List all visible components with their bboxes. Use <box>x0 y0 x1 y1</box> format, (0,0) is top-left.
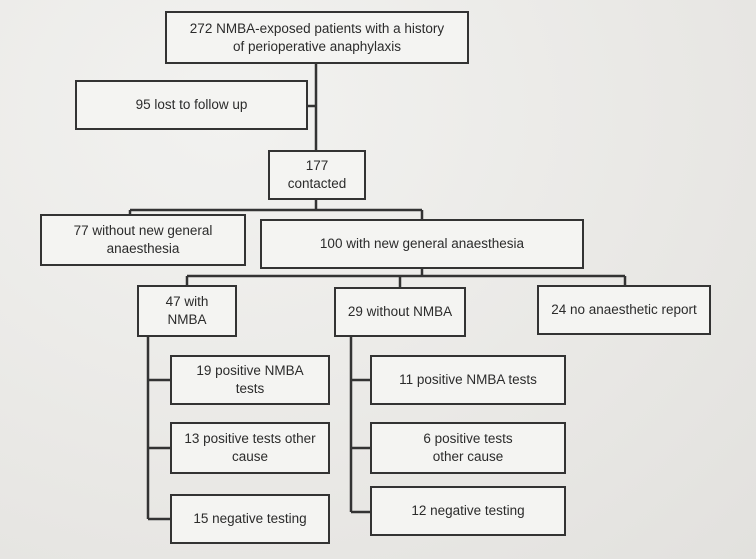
box-positive-other-6: 6 positive tests other cause <box>370 422 566 474</box>
box-pos-nmba-11-text: 11 positive NMBA tests <box>399 372 537 388</box>
box-lost-text: 95 lost to follow up <box>135 97 248 113</box>
box-neg-12-text: 12 negative testing <box>411 503 525 519</box>
box-with-ga-text: 100 with new general anaesthesia <box>319 236 525 252</box>
box-positive-nmba-19: 19 positive NMBA tests <box>170 355 330 405</box>
box-no-anaesthetic-report: 24 no anaesthetic report <box>537 285 711 335</box>
box-contacted-text: 177 contacted <box>287 158 347 191</box>
box-without-ga-text: 77 without new general anaesthesia <box>73 223 213 256</box>
box-pos-nmba-19-text: 19 positive NMBA tests <box>196 363 304 396</box>
box-with-general-anaesthesia: 100 with new general anaesthesia <box>260 219 584 269</box>
box-positive-nmba-11: 11 positive NMBA tests <box>370 355 566 405</box>
box-negative-12: 12 negative testing <box>370 486 566 536</box>
box-without-nmba-text: 29 without NMBA <box>347 304 453 320</box>
box-negative-15: 15 negative testing <box>170 494 330 544</box>
box-no-report-text: 24 no anaesthetic report <box>551 302 697 318</box>
box-neg-15-text: 15 negative testing <box>193 511 307 527</box>
box-root: 272 NMBA-exposed patients with a history… <box>165 11 469 64</box>
box-lost-to-follow-up: 95 lost to follow up <box>75 80 308 130</box>
box-with-nmba: 47 with NMBA <box>137 285 237 337</box>
box-without-general-anaesthesia: 77 without new general anaesthesia <box>40 214 246 266</box>
box-root-text: 272 NMBA-exposed patients with a history… <box>189 20 445 54</box>
box-pos-other-13-text: 13 positive tests other cause <box>184 431 316 464</box>
box-with-nmba-text: 47 with NMBA <box>165 294 209 327</box>
box-positive-other-13: 13 positive tests other cause <box>170 422 330 474</box>
box-pos-other-6-text: 6 positive tests other cause <box>423 431 513 464</box>
box-contacted: 177 contacted <box>268 150 366 200</box>
box-without-nmba: 29 without NMBA <box>334 287 466 337</box>
